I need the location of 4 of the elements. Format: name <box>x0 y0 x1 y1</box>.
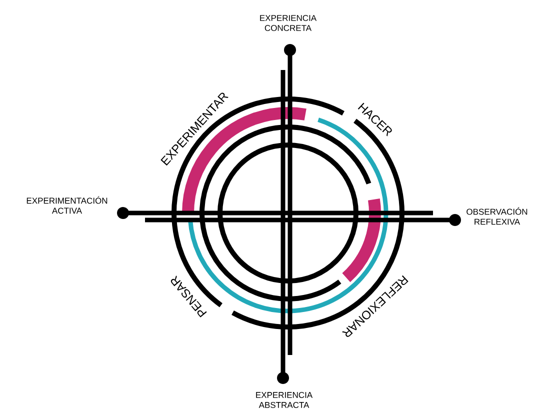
pole-label: OBSERVACIÓN REFLEXIVA <box>466 207 528 225</box>
pole-label: EXPERIENCIA CONCRETA <box>260 15 317 31</box>
pole-label: EXPERIMENTACIÓN ACTIVA <box>26 196 108 214</box>
pole-label: EXPERIENCIA ABSTRACTA <box>256 392 313 408</box>
